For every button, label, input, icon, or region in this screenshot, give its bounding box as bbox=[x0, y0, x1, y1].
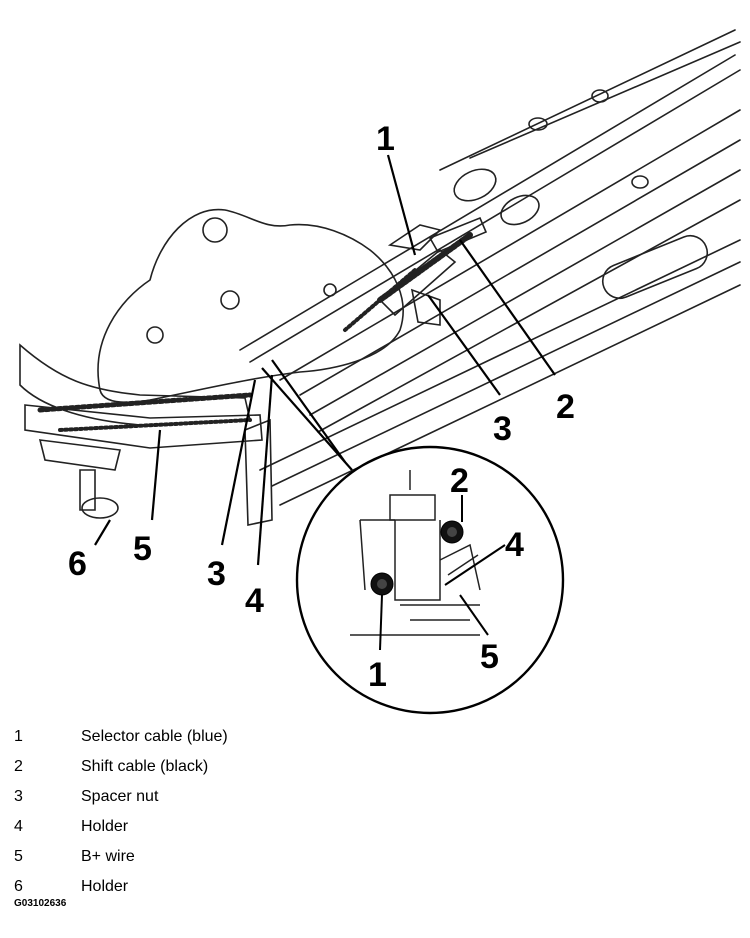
callout-main-1: 1 bbox=[376, 120, 395, 158]
callout-detail-1: 1 bbox=[368, 656, 387, 694]
legend-row: 5 B+ wire bbox=[0, 842, 750, 872]
legend-row: 6 Holder bbox=[0, 872, 750, 902]
legend-number: 2 bbox=[14, 758, 23, 775]
legend-text: Spacer nut bbox=[81, 788, 159, 805]
callout-main-4: 4 bbox=[245, 582, 264, 620]
callout-labels: 1 2 3 6 5 3 4 2 4 5 1 bbox=[68, 120, 575, 694]
leader-lines bbox=[94, 154, 556, 566]
legend-text: Shift cable (black) bbox=[81, 758, 209, 775]
detail-view bbox=[295, 445, 565, 715]
transmission-cable-diagram: 1 2 3 6 5 3 4 2 4 5 1 bbox=[19, 29, 741, 715]
legend-text: Holder bbox=[81, 818, 129, 835]
callout-main-6: 6 bbox=[68, 545, 87, 583]
legend-row: 1 Selector cable (blue) bbox=[0, 722, 750, 752]
legend-number: 5 bbox=[14, 848, 23, 865]
callout-main-2: 2 bbox=[556, 388, 575, 426]
legend-row: 3 Spacer nut bbox=[0, 782, 750, 812]
legend-text: Selector cable (blue) bbox=[81, 728, 228, 745]
callout-detail-2: 2 bbox=[450, 462, 469, 500]
legend-number: 1 bbox=[14, 728, 23, 745]
callout-detail-4: 4 bbox=[505, 526, 524, 564]
figure-id: G03102636 bbox=[14, 898, 67, 909]
legend-row: 4 Holder bbox=[0, 812, 750, 842]
callout-detail-5: 5 bbox=[480, 638, 499, 676]
callout-main-3b: 3 bbox=[207, 555, 226, 593]
callout-main-5: 5 bbox=[133, 530, 152, 568]
legend-text: Holder bbox=[81, 878, 129, 895]
legend-text: B+ wire bbox=[81, 848, 135, 865]
legend-number: 6 bbox=[14, 878, 23, 895]
legend-row: 2 Shift cable (black) bbox=[0, 752, 750, 782]
callout-main-3: 3 bbox=[493, 410, 512, 448]
legend-number: 3 bbox=[14, 788, 23, 805]
main-illustration bbox=[19, 29, 741, 526]
legend-number: 4 bbox=[14, 818, 23, 835]
